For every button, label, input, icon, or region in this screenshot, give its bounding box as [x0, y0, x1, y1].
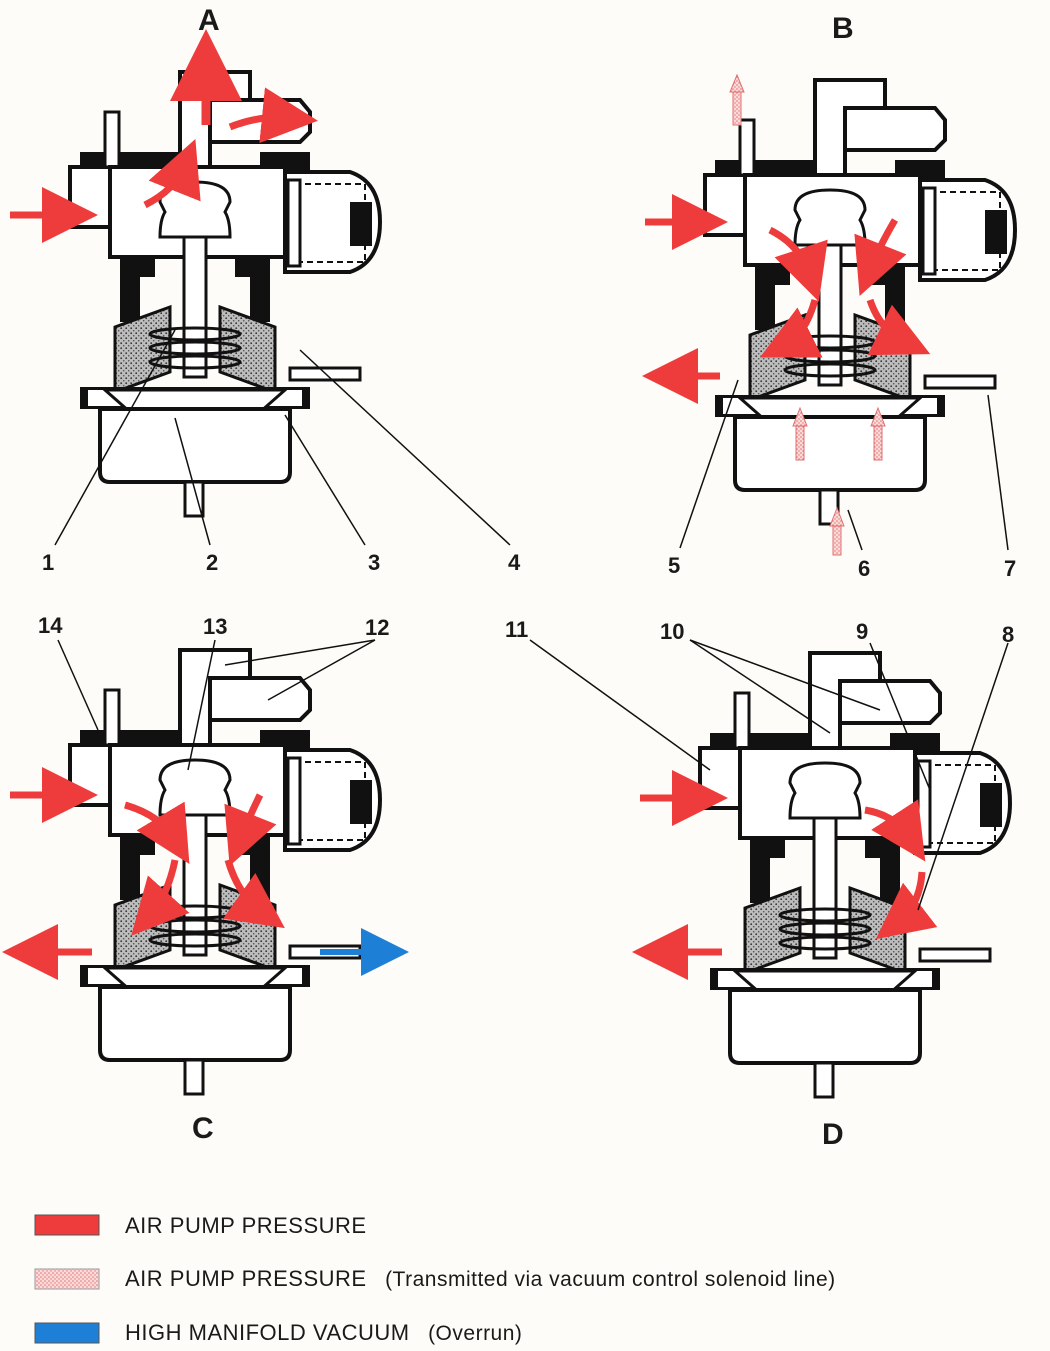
callout-13: 13 [203, 614, 228, 639]
callout-6: 6 [858, 556, 871, 581]
callout-8: 8 [1002, 622, 1015, 647]
legend-label: AIR PUMP PRESSURE [125, 1213, 367, 1238]
callout-2: 2 [206, 550, 219, 575]
legend-item-pressure: AIR PUMP PRESSURE [125, 1213, 367, 1239]
panel-label-c: C [192, 1112, 214, 1145]
legend-note: (Transmitted via vacuum control solenoid… [385, 1268, 836, 1291]
callout-11: 11 [505, 617, 529, 642]
legend-swatch-transmitted [34, 1268, 100, 1290]
legend-swatch-pressure [34, 1214, 100, 1236]
valve-panel-a [10, 29, 511, 546]
legend-label: HIGH MANIFOLD VACUUM [125, 1320, 410, 1345]
legend-item-vacuum: HIGH MANIFOLD VACUUM (Overrun) [125, 1320, 522, 1346]
callout-10: 10 [660, 619, 685, 644]
legend-swatch-vacuum [34, 1322, 100, 1344]
legend-note: (Overrun) [428, 1322, 523, 1345]
callout-12: 12 [365, 615, 390, 640]
panel-label-d: D [822, 1118, 844, 1151]
callout-1: 1 [42, 550, 55, 575]
callout-5: 5 [668, 553, 681, 578]
callout-7: 7 [1004, 556, 1017, 581]
valve-panel-b [642, 73, 1017, 556]
callout-14: 14 [38, 613, 63, 638]
legend-label: AIR PUMP PRESSURE [125, 1266, 367, 1291]
valve-panel-d [529, 639, 1012, 1099]
callout-4: 4 [508, 550, 521, 575]
callout-9: 9 [856, 619, 869, 644]
legend-item-transmitted: AIR PUMP PRESSURE (Transmitted via vacuu… [125, 1266, 836, 1292]
panel-label-b: B [832, 12, 854, 45]
panel-label-a: A [198, 4, 220, 37]
callout-3: 3 [368, 550, 381, 575]
valve-panel-c [2, 639, 409, 1096]
